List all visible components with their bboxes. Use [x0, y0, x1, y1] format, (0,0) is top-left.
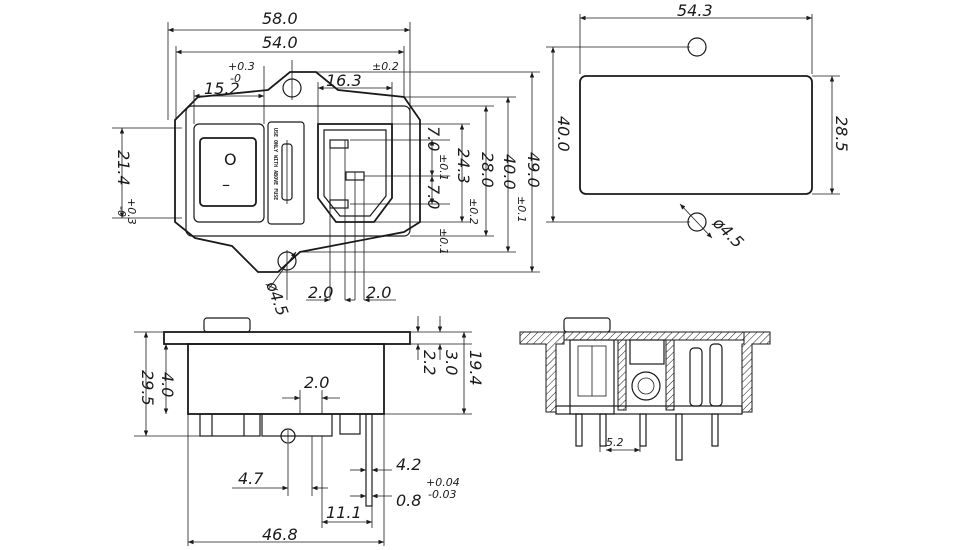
dim-pin-spacing-2-tol: ±0.1	[437, 228, 450, 255]
dim-cutout-width: 54.3	[677, 1, 713, 20]
side-terminal-pin	[365, 413, 373, 507]
section-bottom	[555, 405, 743, 415]
section-inner-wall	[665, 339, 675, 411]
dim-cutout-hole-spacing: 40.0	[554, 116, 573, 152]
dim-socket-width-tol: ±0.2	[372, 60, 399, 73]
dim-switch-height: 21.4	[114, 150, 133, 186]
front-flange-outline	[174, 71, 421, 273]
dim-front-hole-diameter: ø4.5	[262, 278, 292, 319]
cutout-rectangle	[579, 75, 813, 195]
dim-pin-spacing-1: 7.0	[424, 126, 443, 151]
dim-cutout-height: 28.5	[832, 116, 851, 152]
dim-total-depth: 29.5	[138, 370, 157, 406]
dim-top-offset: 4.0	[158, 372, 177, 397]
dim-switch-offset-tol-plus: +0.3	[228, 60, 255, 73]
front-body	[185, 105, 411, 237]
front-view: O – USE ONLY WITH ABOVE FUSE	[112, 60, 421, 300]
dim-pin-offset-right: 2.0	[366, 283, 391, 302]
dim-pin-thickness-tol-plus: +0.04	[426, 476, 460, 489]
section-socket-pin-2	[709, 343, 723, 407]
dim-body-width: 54.0	[262, 33, 298, 52]
front-dimensions: 58.0 54.0 15.2 +0.3 -0 16.3 ±0.2 21.4 +0…	[114, 9, 543, 318]
dim-pin-spacing-1-tol: ±0.1	[437, 154, 450, 181]
side-terminal-block	[339, 413, 361, 435]
section-terminal-5	[711, 413, 719, 447]
section-terminal-3	[639, 413, 647, 447]
section-socket-pin-1	[689, 347, 703, 407]
section-terminal-2	[599, 413, 607, 447]
dim-switch-height-tol-minus: -0	[115, 206, 128, 217]
section-fuse-ring	[631, 371, 661, 401]
section-flange-right	[741, 331, 771, 413]
switch-on-symbol: O	[224, 150, 237, 169]
dim-switch-offset: 15.2	[204, 79, 240, 98]
dim-pin-offset-left: 2.0	[308, 283, 333, 302]
dim-pin-thickness-tol-minus: -0.03	[428, 488, 456, 501]
cutout-view: 54.3 40.0 28.5 ø4.5	[546, 1, 851, 252]
cutout-top-hole	[687, 37, 707, 57]
dim-flange-step: 3.0	[442, 350, 461, 375]
side-view: 29.5 4.0 2.2 3.0 19.4 2.0 4.7 4.2 0.8 +0…	[134, 316, 485, 546]
dim-body-height: 28.0	[478, 152, 497, 188]
side-switch-top	[203, 317, 251, 333]
dim-overall-width: 58.0	[262, 9, 298, 28]
rocker-switch-frame	[193, 123, 265, 223]
dim-pin-thickness: 0.8	[396, 491, 421, 510]
dim-socket-height: 24.3	[454, 148, 473, 184]
dim-socket-width: 16.3	[326, 71, 362, 90]
section-fuse-block	[629, 339, 665, 365]
side-bracket	[261, 413, 333, 437]
side-screw	[280, 428, 296, 444]
side-lower-body	[199, 413, 261, 437]
section-flange-left	[519, 331, 565, 413]
dim-flange-height-tol: ±0.1	[515, 196, 528, 223]
section-terminal-1	[575, 413, 583, 447]
dim-pin-gap: 2.0	[304, 373, 329, 392]
dim-overall-height: 49.0	[524, 152, 543, 188]
section-view: 5.2	[519, 317, 771, 461]
section-top-wall	[563, 331, 745, 341]
rocker-switch	[199, 137, 257, 207]
dim-pin-length: 4.2	[396, 455, 421, 474]
dim-body-width-side: 46.8	[262, 525, 298, 544]
side-flange	[163, 331, 411, 345]
dim-face-depth: 19.4	[466, 350, 485, 386]
dim-pin-position: 4.7	[238, 469, 264, 488]
dim-flange-height: 40.0	[500, 154, 519, 190]
section-fuse-cavity	[617, 339, 627, 411]
dim-switch-offset-tol-minus: -0	[230, 72, 241, 85]
fuse-label: USE ONLY WITH ABOVE FUSE	[272, 128, 278, 200]
dim-cutout-hole-diameter: ø4.5	[708, 213, 747, 252]
section-switch-top	[563, 317, 611, 333]
section-terminal-4	[675, 413, 683, 461]
switch-off-symbol: –	[222, 175, 230, 194]
side-body	[187, 343, 385, 415]
dim-flange-thickness: 2.2	[420, 350, 439, 375]
fuse-holder	[267, 121, 305, 225]
dim-terminal-pitch: 5.2	[606, 436, 624, 449]
dim-pin-span: 11.1	[326, 503, 362, 522]
dim-switch-height-tol-plus: +0.3	[125, 198, 138, 225]
dim-pin-spacing-2: 7.0	[424, 184, 443, 209]
dim-socket-height-tol: ±0.2	[467, 198, 480, 225]
